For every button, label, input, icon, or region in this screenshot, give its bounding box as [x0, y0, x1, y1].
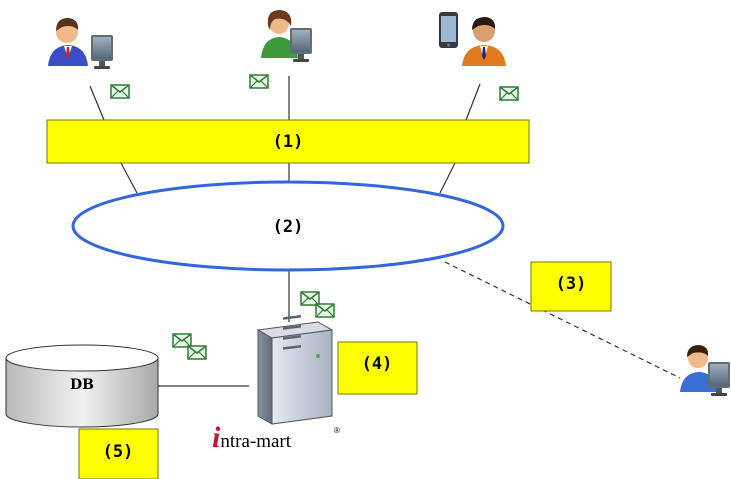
logo-rest: ntra-mart [220, 431, 291, 452]
box-5: (5) [78, 428, 159, 479]
mail-icon-db-1 [172, 333, 192, 348]
server-icon [256, 315, 334, 425]
mail-icon-user3 [499, 86, 519, 101]
remote-user-icon [680, 345, 730, 396]
connector-remote-dashed [444, 261, 681, 379]
box-4-label: (4) [362, 354, 393, 374]
user-desktop-icon-center [261, 10, 312, 62]
database-icon: DB [5, 344, 159, 428]
box-4: (4) [337, 341, 418, 395]
box-1-label: (1) [273, 132, 304, 152]
ellipse-2-label: (2) [273, 217, 304, 237]
connector-lines [89, 76, 681, 387]
mail-icon-user2 [249, 74, 269, 89]
mail-icon-server-2 [315, 303, 335, 318]
network-ellipse: (2) [71, 180, 505, 272]
mail-icon-user1 [110, 84, 130, 99]
box-1: (1) [46, 119, 530, 164]
user-smartphone-icon-right [439, 12, 506, 66]
connector-box1-ellipse-left [120, 162, 138, 194]
logo-initial: i [212, 421, 221, 454]
connector-box1-ellipse-right [439, 162, 456, 194]
intra-mart-logo: intra-mart ® [212, 421, 340, 454]
user-desktop-icon-left [48, 18, 113, 69]
mail-icon-db-2 [187, 345, 207, 360]
connector-user3-box1 [465, 83, 481, 121]
mail-icon-server-1 [300, 291, 320, 306]
box-5-label: (5) [103, 442, 134, 462]
logo-registered-mark: ® [334, 426, 340, 435]
connector-user1-box1 [89, 85, 105, 121]
box-3: (3) [530, 261, 612, 312]
svg-text:intra-mart: intra-mart [212, 421, 292, 454]
database-label: DB [70, 377, 94, 393]
box-3-label: (3) [556, 274, 587, 294]
